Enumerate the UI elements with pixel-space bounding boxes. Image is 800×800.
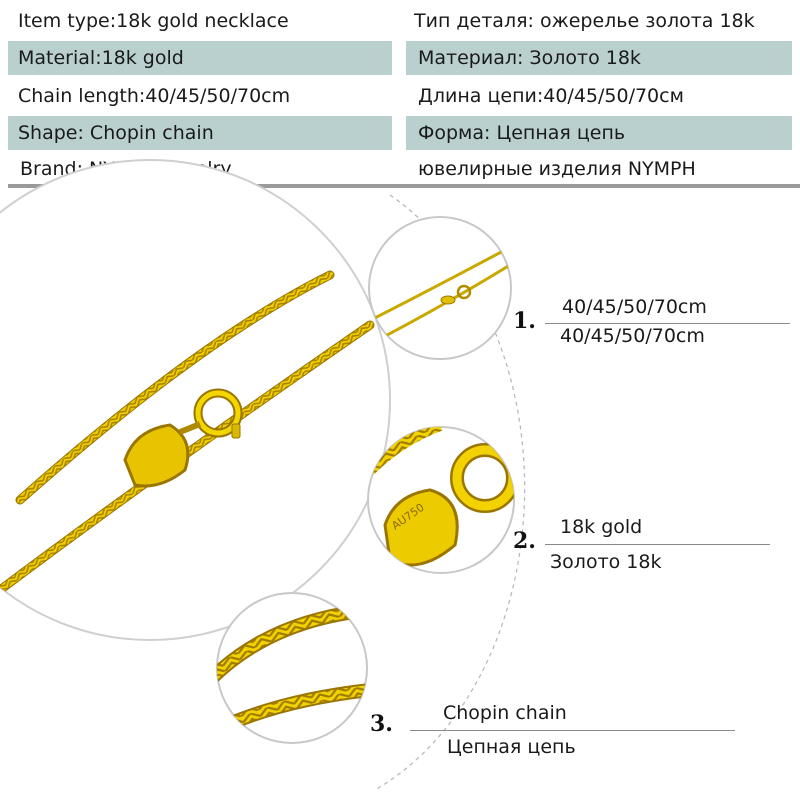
spec-item-type-en: Item type:18k gold necklace xyxy=(18,10,289,32)
spec-brand-ru: ювелирные изделия NYMPH xyxy=(418,158,696,180)
detail-label-3-en: Chopin chain xyxy=(443,702,567,724)
chain-closeup-large xyxy=(0,159,391,641)
detail-label-2-en: 18k gold xyxy=(560,516,643,538)
spec-table: Item type:18k gold necklace Тип деталя: … xyxy=(0,0,800,190)
detail-label-2-ru: Золото 18k xyxy=(550,551,662,573)
detail-underline-3 xyxy=(410,730,735,731)
detail-number-3: 3. xyxy=(370,711,393,737)
spec-shape-ru: Форма: Цепная цепь xyxy=(406,116,792,150)
spec-material-en: Material:18k gold xyxy=(8,41,392,75)
detail-underline-1 xyxy=(545,323,790,324)
detail-label-1-ru: 40/45/50/70cm xyxy=(560,325,705,347)
detail-label-1-en: 40/45/50/70cm xyxy=(562,296,707,318)
detail-circle-material: AU750 xyxy=(367,426,515,574)
spec-chain-length-ru: Длина цепи:40/45/50/70см xyxy=(418,85,684,107)
spec-item-type-ru: Тип деталя: ожерелье золота 18k xyxy=(414,10,755,32)
detail-underline-2 xyxy=(545,544,770,545)
spec-chain-length-en: Chain length:40/45/50/70cm xyxy=(18,85,291,107)
spec-material-ru: Материал: Золото 18k xyxy=(406,41,792,75)
detail-circle-length xyxy=(368,216,512,360)
spec-shape-en: Shape: Chopin chain xyxy=(8,116,392,150)
spec-divider xyxy=(8,184,800,188)
detail-number-1: 1. xyxy=(513,308,536,334)
detail-label-3-ru: Цепная цепь xyxy=(447,736,576,758)
detail-number-2: 2. xyxy=(513,528,536,554)
